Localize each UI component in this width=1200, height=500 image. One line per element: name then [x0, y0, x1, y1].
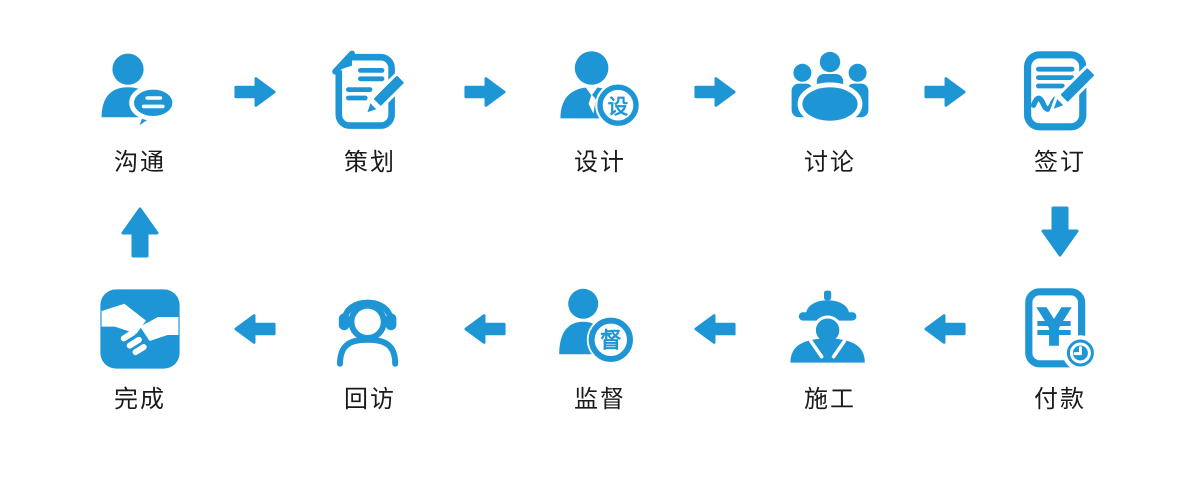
document-pencil-icon — [326, 50, 414, 134]
construction-worker-icon — [786, 287, 874, 371]
top-row: 沟通 — [55, 50, 1145, 177]
payment-invoice-icon: ¥ — [1016, 287, 1104, 371]
step-design: 设 设计 — [556, 50, 644, 177]
svg-text:设: 设 — [608, 94, 629, 118]
person-chat-icon — [96, 50, 184, 134]
arrow-up-icon — [120, 205, 160, 263]
step-construction: 施工 — [786, 287, 874, 414]
arrow-right-icon — [693, 73, 737, 111]
step-planning: 策划 — [326, 50, 414, 177]
step-label: 签订 — [1034, 148, 1086, 176]
step-payment: ¥ 付款 — [1016, 287, 1104, 414]
arrow-right-icon — [233, 73, 277, 111]
handshake-icon — [96, 287, 184, 371]
step-label: 监督 — [574, 385, 626, 413]
step-supervision: 督 监督 — [556, 287, 644, 414]
step-follow-up: 回访 — [326, 287, 414, 414]
step-label: 施工 — [804, 385, 856, 413]
step-completion: 完成 — [96, 287, 184, 414]
designer-person-icon: 设 — [556, 50, 644, 134]
svg-text:督: 督 — [600, 328, 622, 354]
process-flow-diagram: 沟通 — [55, 0, 1145, 414]
arrow-left-icon — [463, 310, 507, 348]
headset-person-icon — [326, 287, 414, 371]
meeting-group-icon — [786, 50, 874, 134]
step-label: 完成 — [114, 385, 166, 413]
arrow-left-icon — [693, 310, 737, 348]
vertical-connectors — [55, 205, 1145, 259]
arrow-down-icon — [1040, 205, 1080, 263]
step-discussion: 讨论 — [786, 50, 874, 177]
supervisor-person-icon: 督 — [556, 287, 644, 371]
arrow-right-icon — [463, 73, 507, 111]
bottom-row: 完成 回访 — [55, 287, 1145, 414]
step-communication: 沟通 — [96, 50, 184, 177]
step-label: 策划 — [344, 148, 396, 176]
arrow-left-icon — [923, 310, 967, 348]
arrow-right-icon — [923, 73, 967, 111]
step-label: 设计 — [574, 148, 626, 176]
arrow-left-icon — [233, 310, 277, 348]
step-label: 讨论 — [804, 148, 856, 176]
step-label: 沟通 — [114, 148, 166, 176]
step-label: 回访 — [344, 385, 396, 413]
step-signing: 签订 — [1016, 50, 1104, 177]
contract-signing-icon — [1016, 50, 1104, 134]
step-label: 付款 — [1034, 385, 1086, 413]
